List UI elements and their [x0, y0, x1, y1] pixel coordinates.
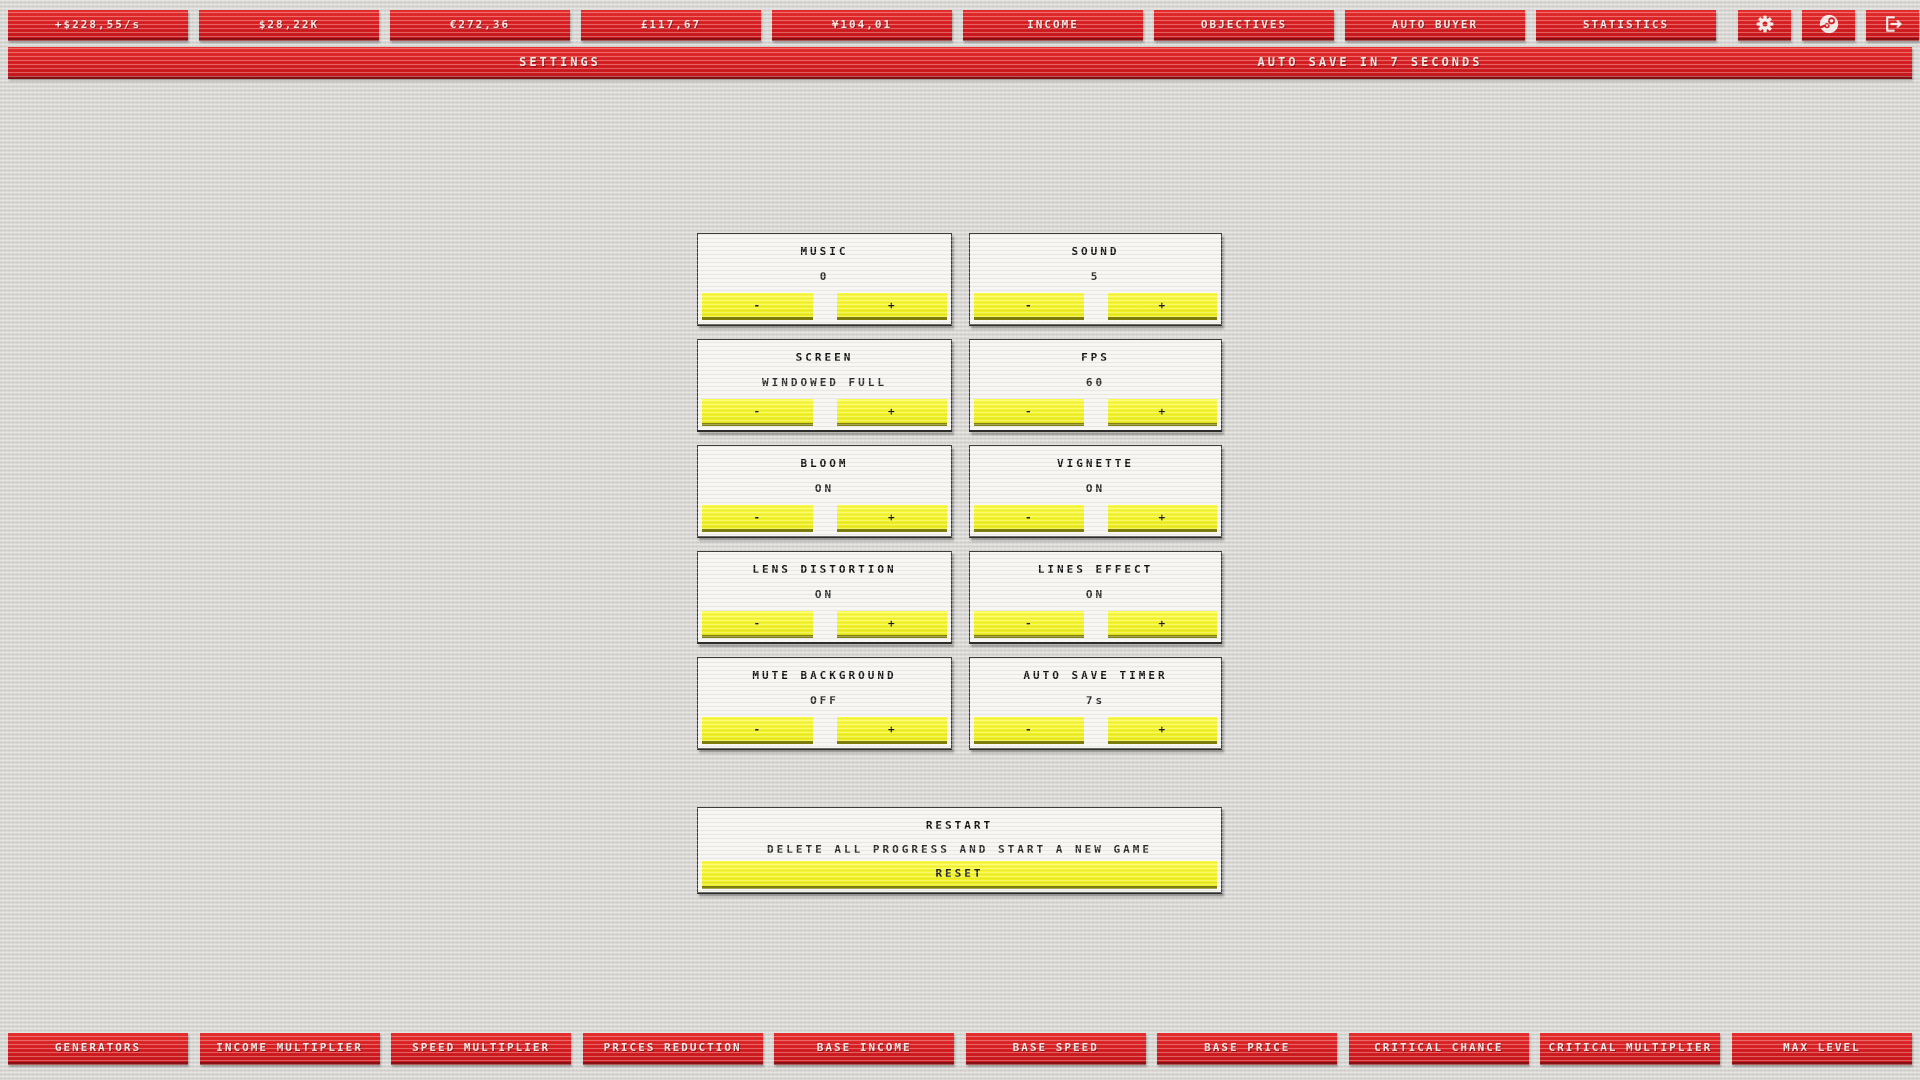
- setting-panel-mute-background: MUTE BACKGROUND OFF - +: [697, 657, 952, 750]
- setting-value: 5: [1090, 270, 1101, 283]
- header-bar: SETTINGS AUTO SAVE IN 7 SECONDS: [8, 47, 1912, 79]
- fps-decrease-button[interactable]: -: [974, 399, 1084, 426]
- exit-icon: [1883, 14, 1903, 34]
- bloom-decrease-button[interactable]: -: [702, 505, 813, 532]
- autosave-status: AUTO SAVE IN 7 SECONDS: [1257, 54, 1483, 69]
- setting-panel-lines-effect: LINES EFFECT ON - +: [969, 551, 1222, 644]
- nav-objectives-button[interactable]: OBJECTIVES: [1154, 10, 1334, 41]
- setting-title: VIGNETTE: [1057, 457, 1134, 470]
- bloom-increase-button[interactable]: +: [836, 505, 947, 532]
- steam-button[interactable]: [1802, 10, 1855, 41]
- bottom-bar: GENERATORS INCOME MULTIPLIER SPEED MULTI…: [8, 1033, 1912, 1065]
- setting-controls: - +: [702, 611, 947, 638]
- setting-value: ON: [814, 482, 835, 495]
- setting-controls: - +: [702, 717, 947, 744]
- page-title: SETTINGS: [519, 54, 601, 69]
- setting-controls: - +: [702, 505, 947, 532]
- setting-title: SOUND: [1071, 245, 1120, 258]
- music-decrease-button[interactable]: -: [702, 293, 813, 320]
- auto-save-timer-decrease-button[interactable]: -: [974, 717, 1084, 744]
- setting-value: 0: [819, 270, 830, 283]
- setting-title: FPS: [1081, 351, 1110, 364]
- lines-effect-increase-button[interactable]: +: [1107, 611, 1217, 638]
- tab-max-level[interactable]: MAX LEVEL: [1731, 1033, 1912, 1065]
- exit-button[interactable]: [1866, 10, 1919, 41]
- setting-value: 60: [1085, 376, 1106, 389]
- auto-save-timer-increase-button[interactable]: +: [1107, 717, 1217, 744]
- lens-distortion-decrease-button[interactable]: -: [702, 611, 813, 638]
- tab-base-income[interactable]: BASE INCOME: [774, 1033, 955, 1065]
- restart-controls: RESET: [702, 861, 1217, 889]
- mute-background-decrease-button[interactable]: -: [702, 717, 813, 744]
- setting-panel-auto-save-timer: AUTO SAVE TIMER 7s - +: [969, 657, 1222, 750]
- setting-panel-lens-distortion: LENS DISTORTION ON - +: [697, 551, 952, 644]
- setting-title: LENS DISTORTION: [752, 563, 897, 576]
- setting-value: ON: [814, 588, 835, 601]
- restart-title: RESTART: [925, 819, 994, 832]
- tab-critical-chance[interactable]: CRITICAL CHANCE: [1348, 1033, 1529, 1065]
- setting-controls: - +: [974, 611, 1217, 638]
- stat-pounds[interactable]: £117,67: [581, 10, 761, 41]
- screen-increase-button[interactable]: +: [836, 399, 947, 426]
- sound-increase-button[interactable]: +: [1107, 293, 1217, 320]
- vignette-increase-button[interactable]: +: [1107, 505, 1217, 532]
- setting-value: OFF: [810, 694, 839, 707]
- setting-title: AUTO SAVE TIMER: [1023, 669, 1168, 682]
- setting-title: LINES EFFECT: [1037, 563, 1154, 576]
- setting-value: WINDOWED FULL: [761, 376, 888, 389]
- nav-statistics-button[interactable]: STATISTICS: [1536, 10, 1716, 41]
- nav-income-button[interactable]: INCOME: [963, 10, 1143, 41]
- tab-base-speed[interactable]: BASE SPEED: [965, 1033, 1146, 1065]
- setting-controls: - +: [974, 505, 1217, 532]
- setting-title: BLOOM: [800, 457, 849, 470]
- tab-critical-multiplier[interactable]: CRITICAL MULTIPLIER: [1540, 1033, 1721, 1065]
- setting-panel-bloom: BLOOM ON - +: [697, 445, 952, 538]
- setting-controls: - +: [974, 293, 1217, 320]
- mute-background-increase-button[interactable]: +: [836, 717, 947, 744]
- gear-icon: [1755, 14, 1775, 34]
- screen-decrease-button[interactable]: -: [702, 399, 813, 426]
- setting-controls: - +: [702, 399, 947, 426]
- top-bar-icon-group: [1727, 10, 1919, 41]
- setting-value: 7s: [1085, 694, 1106, 707]
- setting-title: MUTE BACKGROUND: [752, 669, 897, 682]
- setting-controls: - +: [702, 293, 947, 320]
- setting-value: ON: [1085, 588, 1106, 601]
- settings-grid: MUSIC 0 - + SOUND 5 - + SCREEN WINDOWED …: [697, 233, 1222, 894]
- restart-description: DELETE ALL PROGRESS AND START A NEW GAME: [767, 843, 1152, 856]
- setting-controls: - +: [974, 717, 1217, 744]
- setting-panel-screen: SCREEN WINDOWED FULL - +: [697, 339, 952, 432]
- steam-icon: [1818, 13, 1840, 35]
- sound-decrease-button[interactable]: -: [974, 293, 1084, 320]
- nav-auto-buyer-button[interactable]: AUTO BUYER: [1345, 10, 1525, 41]
- tab-generators[interactable]: GENERATORS: [8, 1033, 188, 1065]
- tab-prices-reduction[interactable]: PRICES REDUCTION: [582, 1033, 763, 1065]
- vignette-decrease-button[interactable]: -: [974, 505, 1084, 532]
- stat-income-per-second[interactable]: +$228,55/s: [8, 10, 188, 41]
- top-bar: +$228,55/s $28,22K €272,36 £117,67 ¥104,…: [8, 10, 1919, 41]
- fps-increase-button[interactable]: +: [1107, 399, 1217, 426]
- setting-panel-music: MUSIC 0 - +: [697, 233, 952, 326]
- stat-euros[interactable]: €272,36: [390, 10, 570, 41]
- setting-panel-fps: FPS 60 - +: [969, 339, 1222, 432]
- tab-base-price[interactable]: BASE PRICE: [1157, 1033, 1338, 1065]
- stat-dollars[interactable]: $28,22K: [199, 10, 379, 41]
- tab-speed-multiplier[interactable]: SPEED MULTIPLIER: [391, 1033, 572, 1065]
- setting-panel-vignette: VIGNETTE ON - +: [969, 445, 1222, 538]
- restart-panel: RESTART DELETE ALL PROGRESS AND START A …: [697, 807, 1222, 894]
- setting-controls: - +: [974, 399, 1217, 426]
- settings-button[interactable]: [1738, 10, 1791, 41]
- lens-distortion-increase-button[interactable]: +: [836, 611, 947, 638]
- reset-button[interactable]: RESET: [702, 861, 1217, 889]
- setting-value: ON: [1085, 482, 1106, 495]
- tab-income-multiplier[interactable]: INCOME MULTIPLIER: [199, 1033, 380, 1065]
- setting-title: SCREEN: [795, 351, 854, 364]
- stat-yen[interactable]: ¥104,01: [772, 10, 952, 41]
- setting-title: MUSIC: [800, 245, 849, 258]
- music-increase-button[interactable]: +: [836, 293, 947, 320]
- lines-effect-decrease-button[interactable]: -: [974, 611, 1084, 638]
- setting-panel-sound: SOUND 5 - +: [969, 233, 1222, 326]
